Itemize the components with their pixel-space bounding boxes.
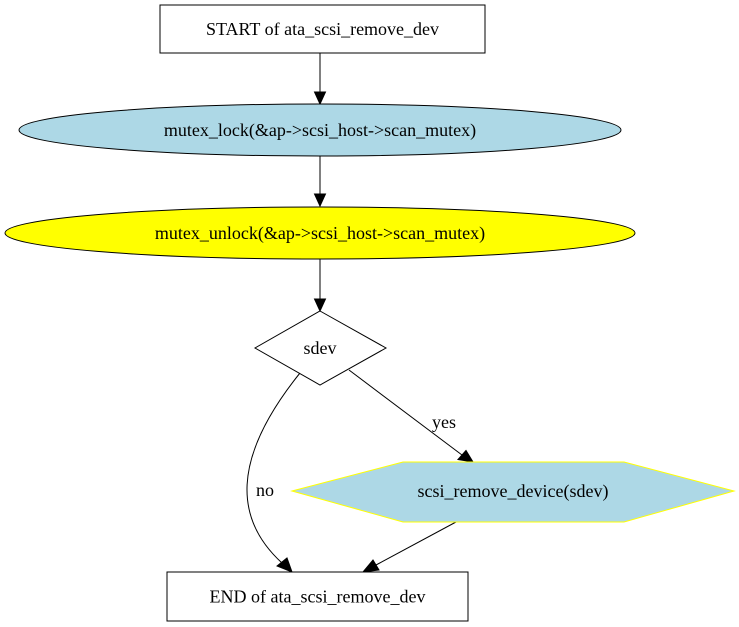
arrowhead (361, 559, 380, 573)
node-mutex-unlock-shape (4, 206, 636, 260)
node-mutex-lock-label: mutex_lock(&ap->scsi_host->scan_mutex) (164, 120, 476, 141)
node-sdev-shape (253, 310, 388, 386)
node-scsi-remove-device: scsi_remove_device(sdev) (290, 461, 736, 523)
node-sdev-label: sdev (304, 338, 337, 358)
arrowhead (276, 557, 293, 573)
arrowhead (313, 193, 327, 208)
node-scsi-remove-device-label: scsi_remove_device(sdev) (418, 481, 609, 502)
node-start: START of ata_scsi_remove_dev (159, 4, 486, 54)
node-start-shape (159, 4, 486, 54)
node-end-label: END of ata_scsi_remove_dev (210, 587, 426, 607)
node-end: END of ata_scsi_remove_dev (166, 571, 469, 622)
edge-remove-to-end (361, 521, 457, 573)
node-scsi-remove-device-shape (290, 461, 736, 523)
node-sdev-decision: sdev (253, 310, 388, 386)
arrowhead (313, 91, 327, 106)
node-mutex-unlock-label: mutex_unlock(&ap->scsi_host->scan_mutex) (155, 223, 485, 244)
edge-sdev-no: no (246, 372, 301, 573)
node-mutex-lock-shape (18, 103, 622, 157)
edge-lock-to-unlock (313, 156, 327, 208)
edge-sdev-yes: yes (348, 369, 474, 463)
arrowhead (457, 449, 474, 463)
arrowhead (313, 298, 327, 313)
edge-label-no: no (256, 480, 274, 500)
edge-label-yes: yes (432, 412, 456, 432)
node-mutex-unlock: mutex_unlock(&ap->scsi_host->scan_mutex) (4, 206, 636, 260)
node-mutex-lock: mutex_lock(&ap->scsi_host->scan_mutex) (18, 103, 622, 157)
edge-unlock-to-sdev (313, 259, 327, 313)
edge-start-to-lock (313, 53, 327, 106)
node-start-label: START of ata_scsi_remove_dev (206, 19, 439, 39)
node-end-shape (166, 571, 469, 622)
